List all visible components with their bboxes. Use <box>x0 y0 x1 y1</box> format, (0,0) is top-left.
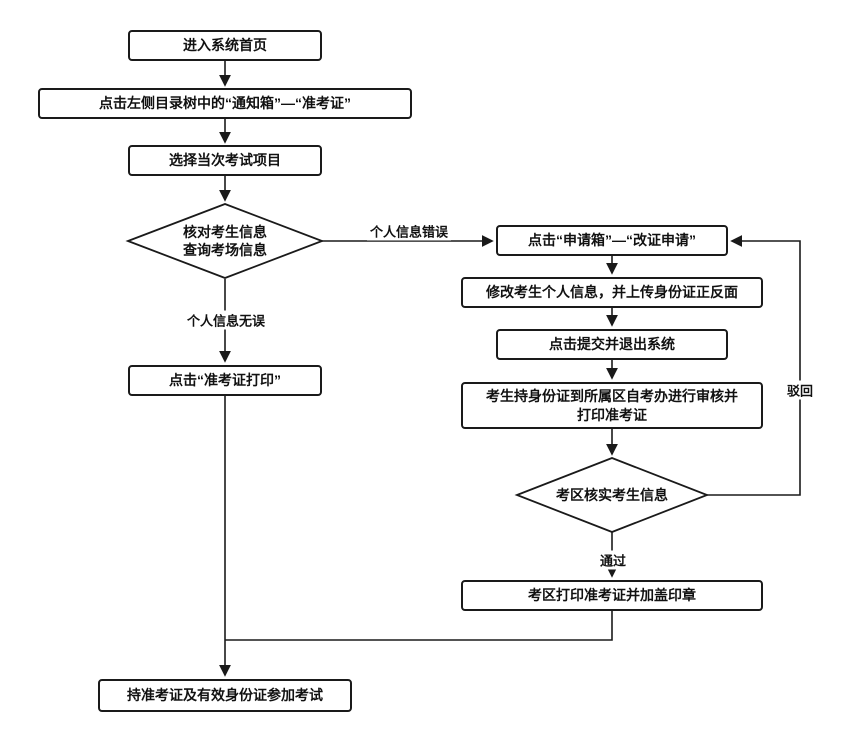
node-print-ticket: 点击“准考证打印” <box>128 365 322 396</box>
node-apply-change: 点击“申请箱”—“改证申请” <box>496 225 728 256</box>
node-select-exam: 选择当次考试项目 <box>128 145 322 176</box>
decision-district-verify-label: 考区核实考生信息 <box>556 486 668 503</box>
node-enter-home: 进入系统首页 <box>128 30 322 61</box>
connector-district-print-merge <box>225 611 613 641</box>
node-modify-info: 修改考生个人信息，并上传身份证正反面 <box>461 277 763 308</box>
node-office-review-line1: 考生持身份证到所属区自考办进行审核并 <box>486 387 738 404</box>
node-office-review: 考生持身份证到所属区自考办进行审核并 打印准考证 <box>461 382 763 429</box>
node-office-review-line2: 打印准考证 <box>577 406 647 423</box>
decision-verify-info-line1: 核对考生信息 <box>183 223 267 240</box>
node-office-review-label: 考生持身份证到所属区自考办进行审核并 打印准考证 <box>486 387 738 425</box>
decision-verify-info-line2: 查询考场信息 <box>183 242 267 258</box>
edge-label-info-error: 个人信息错误 <box>366 221 452 241</box>
node-attend-exam: 持准考证及有效身份证参加考试 <box>98 679 352 712</box>
decision-verify-info: 核对考生信息 查询考场信息 <box>128 205 322 277</box>
edge-label-info-ok: 个人信息无误 <box>183 310 269 330</box>
edge-label-reject: 驳回 <box>783 380 817 400</box>
node-submit-exit: 点击提交并退出系统 <box>496 329 728 360</box>
arrow-reject-feedback <box>707 235 801 496</box>
decision-diamond-group <box>125 203 710 533</box>
diamond-verify-info <box>125 203 325 279</box>
node-notice-box: 点击左侧目录树中的“通知箱”—“准考证” <box>38 88 412 119</box>
node-district-print: 考区打印准考证并加盖印章 <box>461 580 763 611</box>
decision-district-verify: 考区核实考生信息 <box>517 459 707 531</box>
diamond-district-verify <box>514 457 710 533</box>
edge-label-pass: 通过 <box>596 550 630 570</box>
